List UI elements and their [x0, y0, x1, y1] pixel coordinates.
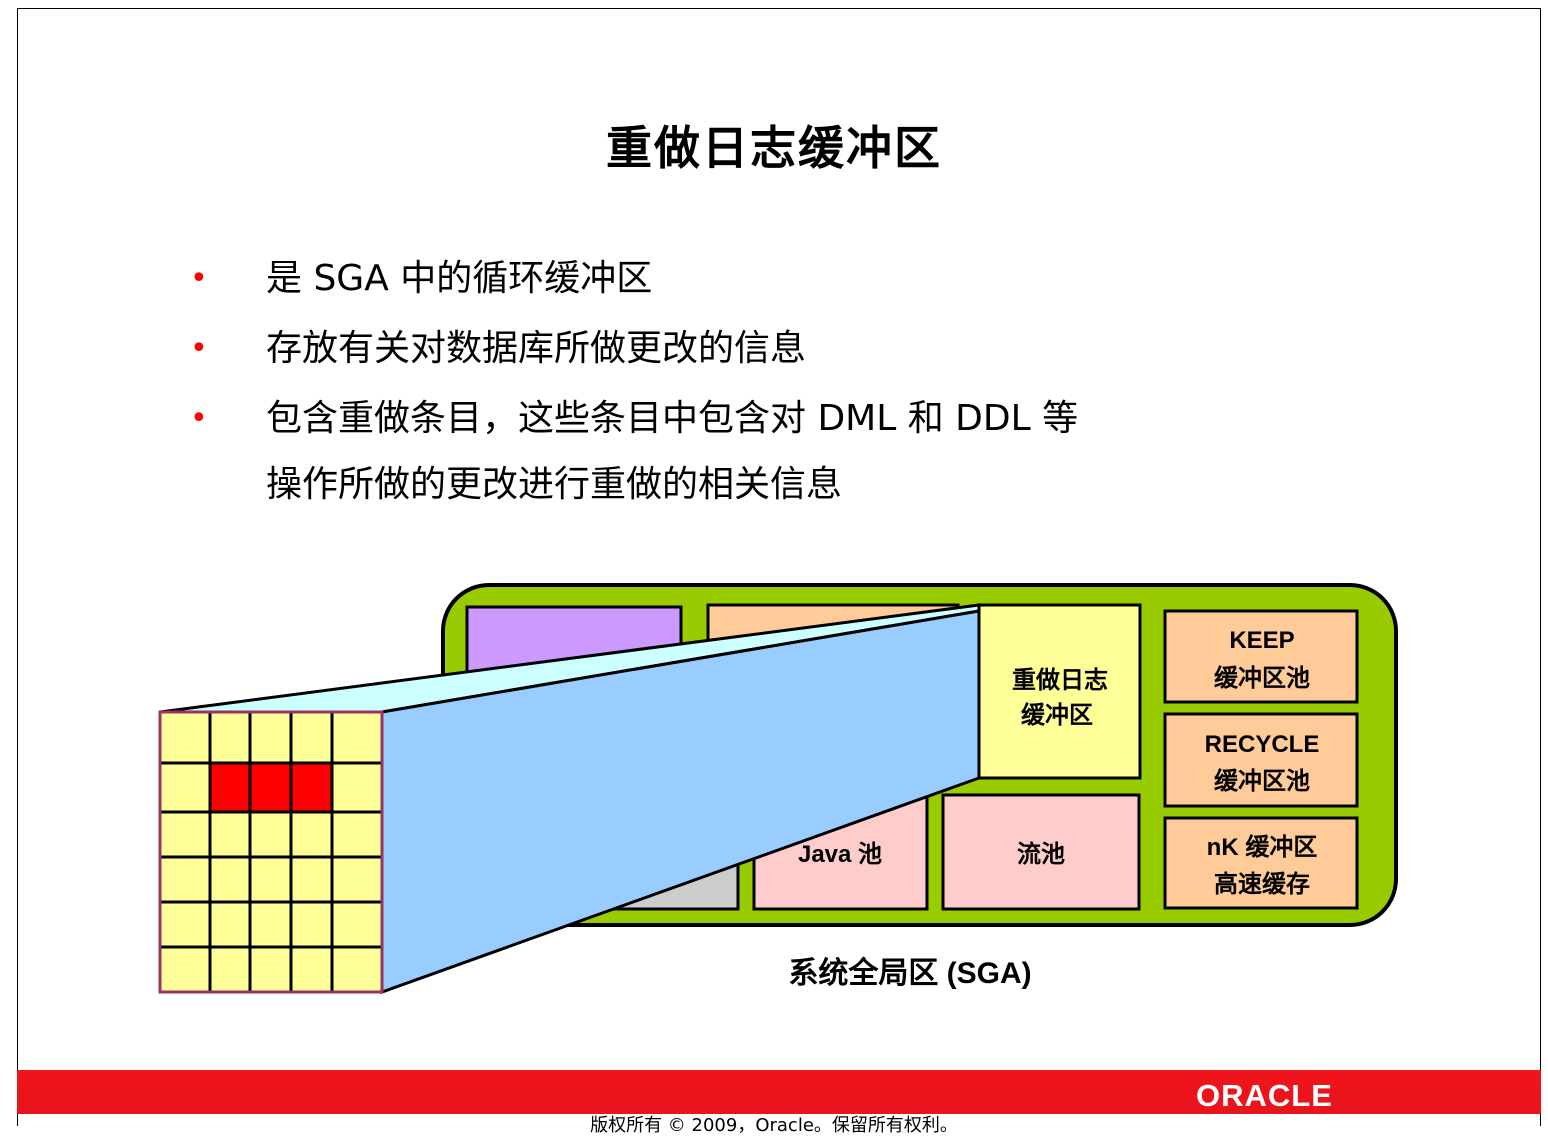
bullet-marker: • — [190, 261, 208, 296]
oracle-logo: ORACLE — [1196, 1078, 1333, 1113]
keep-pool-label-1: KEEP — [1229, 627, 1294, 654]
nk-cache-label-2: 高速缓存 — [1214, 870, 1310, 898]
redo-entry-cell — [158, 900, 212, 949]
redo-entry-cell — [248, 900, 293, 949]
redo-entry-cell-active — [248, 761, 293, 814]
bullet-text: 包含重做条目，这些条目中包含对 DML 和 DDL 等 — [266, 398, 1079, 439]
redo-entry-cell — [330, 900, 384, 949]
redo-entry-cell — [158, 945, 212, 994]
redo-entry-cell — [330, 710, 384, 765]
bullet-item: • 存放有关对数据库所做更改的信息 — [190, 316, 1350, 382]
redo-log-buffer-box — [977, 603, 1142, 780]
redo-entry-cell — [208, 945, 252, 994]
redo-entry-cell-active — [208, 761, 252, 814]
streams-pool-label: 流池 — [1017, 841, 1065, 868]
recycle-pool-label-2: 缓冲区池 — [1214, 767, 1310, 795]
redo-log-buffer-label-2: 缓冲区 — [1021, 701, 1093, 729]
redo-entry-cell — [208, 855, 252, 904]
redo-entry-cell — [289, 810, 334, 859]
redo-entry-cell — [208, 810, 252, 859]
redo-entry-cell — [208, 900, 252, 949]
redo-entry-cell — [248, 810, 293, 859]
redo-entry-cell — [158, 810, 212, 859]
redo-entry-cell — [289, 945, 334, 994]
redo-entry-cell — [248, 945, 293, 994]
footer-bar — [17, 1070, 1541, 1114]
recycle-pool-box — [1163, 712, 1359, 808]
redo-entry-cell — [330, 945, 384, 994]
slide-title: 重做日志缓冲区 — [606, 121, 942, 175]
redo-entry-cell — [330, 761, 384, 814]
redo-entry-cell — [158, 710, 212, 765]
sga-label: 系统全局区 (SGA) — [788, 957, 1032, 990]
java-pool-label: Java 池 — [798, 841, 882, 868]
redo-log-buffer-label-1: 重做日志 — [1012, 667, 1108, 694]
bullet-list: • 是 SGA 中的循环缓冲区 • 存放有关对数据库所做更改的信息 • 包含重做… — [190, 246, 1350, 522]
redo-entry-cell — [330, 810, 384, 859]
redo-entry-cell — [158, 855, 212, 904]
bullet-text: 是 SGA 中的循环缓冲区 — [266, 258, 653, 299]
slide-frame — [17, 8, 1541, 1126]
redo-entry-cell — [208, 710, 252, 765]
bullet-item: • 是 SGA 中的循环缓冲区 — [190, 246, 1350, 312]
bullet-marker: • — [190, 401, 208, 436]
bullet-marker: • — [190, 331, 208, 366]
copyright-text: 版权所有 © 2009，Oracle。保留所有权利。 — [590, 1115, 958, 1136]
redo-entries-grid — [158, 710, 384, 994]
nk-cache-box — [1163, 816, 1359, 910]
bullet-text: 存放有关对数据库所做更改的信息 — [266, 328, 807, 369]
streams-pool-box — [941, 793, 1141, 911]
nk-cache-label-1: nK 缓冲区 — [1207, 833, 1318, 861]
grid-border — [158, 710, 384, 994]
redo-entry-cell — [289, 900, 334, 949]
bullet-text-continuation: 操作所做的更改进行重做的相关信息 — [266, 464, 843, 505]
keep-pool-box — [1163, 609, 1359, 704]
redo-entry-cell — [248, 855, 293, 904]
recycle-pool-label-1: RECYCLE — [1205, 731, 1320, 758]
keep-pool-label-2: 缓冲区池 — [1214, 664, 1310, 692]
redo-entry-cell — [330, 855, 384, 904]
redo-entry-cell-active — [289, 761, 334, 814]
redo-entry-cell — [158, 761, 212, 814]
redo-entry-cell — [289, 855, 334, 904]
redo-entry-cell — [248, 710, 293, 765]
redo-entry-cell — [289, 710, 334, 765]
bullet-item: • 包含重做条目，这些条目中包含对 DML 和 DDL 等 操作所做的更改进行重… — [190, 386, 1350, 518]
